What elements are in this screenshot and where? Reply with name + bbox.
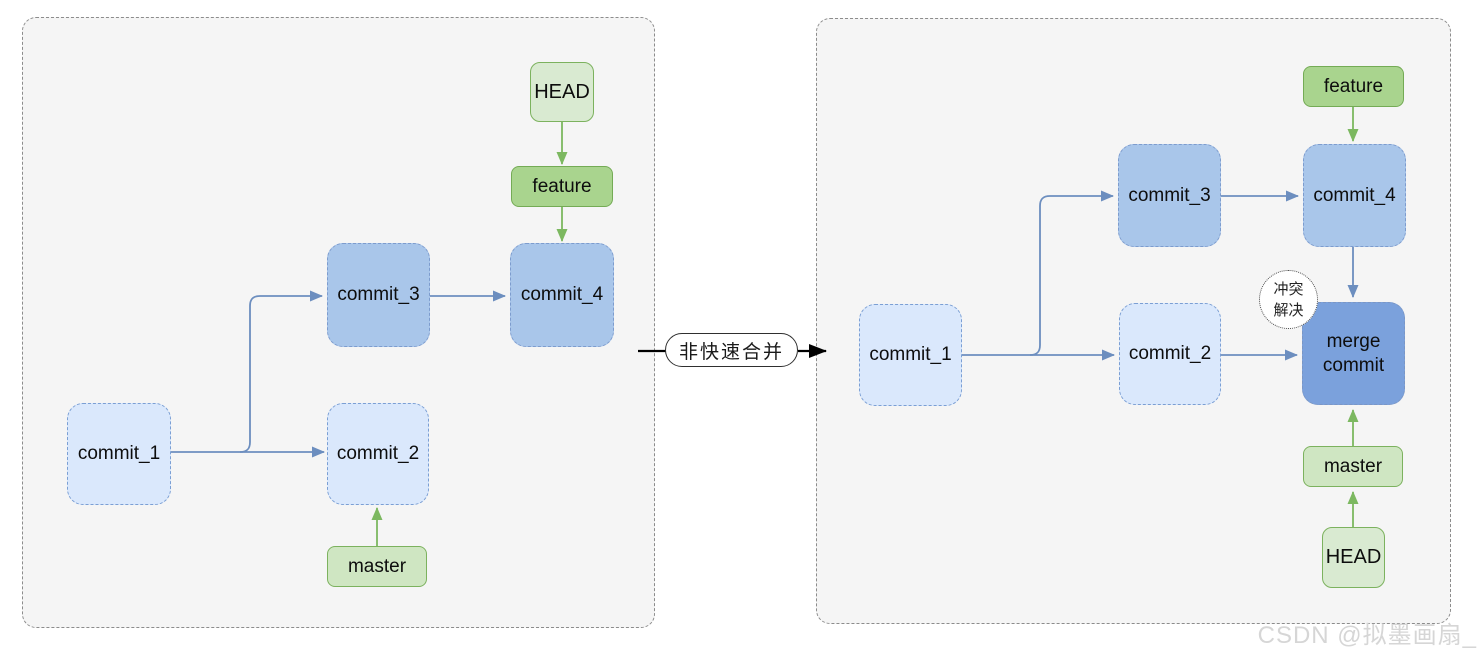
- conflict-resolution-badge: 冲突 解决: [1259, 270, 1318, 329]
- node-commit3-before-label: commit_3: [337, 284, 420, 306]
- node-head-after-label: HEAD: [1325, 546, 1382, 568]
- node-commit1-before-label: commit_1: [77, 443, 161, 465]
- csdn-watermark: CSDN @拟墨画扇_: [1258, 615, 1477, 650]
- node-commit4-after: commit_4: [1303, 144, 1406, 247]
- node-master-before: master: [327, 546, 427, 587]
- transition-label-pill: 非快速合并: [665, 333, 798, 367]
- node-master-after-label: master: [1323, 455, 1383, 477]
- conflict-note-line2: 解决: [1273, 300, 1304, 319]
- node-feature-after-label: feature: [1323, 75, 1384, 97]
- node-head-after: HEAD: [1322, 527, 1385, 588]
- node-merge-commit-label-line2: commit: [1322, 354, 1385, 376]
- node-commit3-after: commit_3: [1118, 144, 1221, 247]
- node-master-before-label: master: [347, 555, 407, 577]
- node-commit1-before: commit_1: [67, 403, 171, 505]
- node-feature-after: feature: [1303, 66, 1404, 107]
- node-master-after: master: [1303, 446, 1403, 487]
- node-feature-before: feature: [511, 166, 613, 207]
- node-merge-commit-after: merge commit: [1302, 302, 1405, 405]
- node-head-before: HEAD: [530, 62, 594, 122]
- node-commit2-before-label: commit_2: [336, 443, 420, 465]
- node-commit2-after: commit_2: [1119, 303, 1221, 405]
- node-commit2-before: commit_2: [327, 403, 429, 505]
- node-commit2-after-label: commit_2: [1128, 343, 1212, 365]
- node-head-before-label: HEAD: [534, 80, 590, 103]
- conflict-note-line1: 冲突: [1273, 280, 1304, 299]
- node-commit3-before: commit_3: [327, 243, 430, 347]
- node-merge-commit-label-line1: merge: [1326, 330, 1381, 352]
- node-commit4-after-label: commit_4: [1313, 184, 1396, 206]
- node-commit1-after: commit_1: [859, 304, 962, 406]
- node-feature-before-label: feature: [532, 175, 592, 197]
- transition-label: 非快速合并: [678, 340, 784, 363]
- node-commit4-before-label: commit_4: [520, 284, 604, 306]
- node-commit3-after-label: commit_3: [1128, 184, 1211, 206]
- csdn-watermark-text: CSDN @拟墨画扇_: [1257, 622, 1477, 649]
- node-commit1-after-label: commit_1: [869, 344, 952, 366]
- node-commit4-before: commit_4: [510, 243, 614, 347]
